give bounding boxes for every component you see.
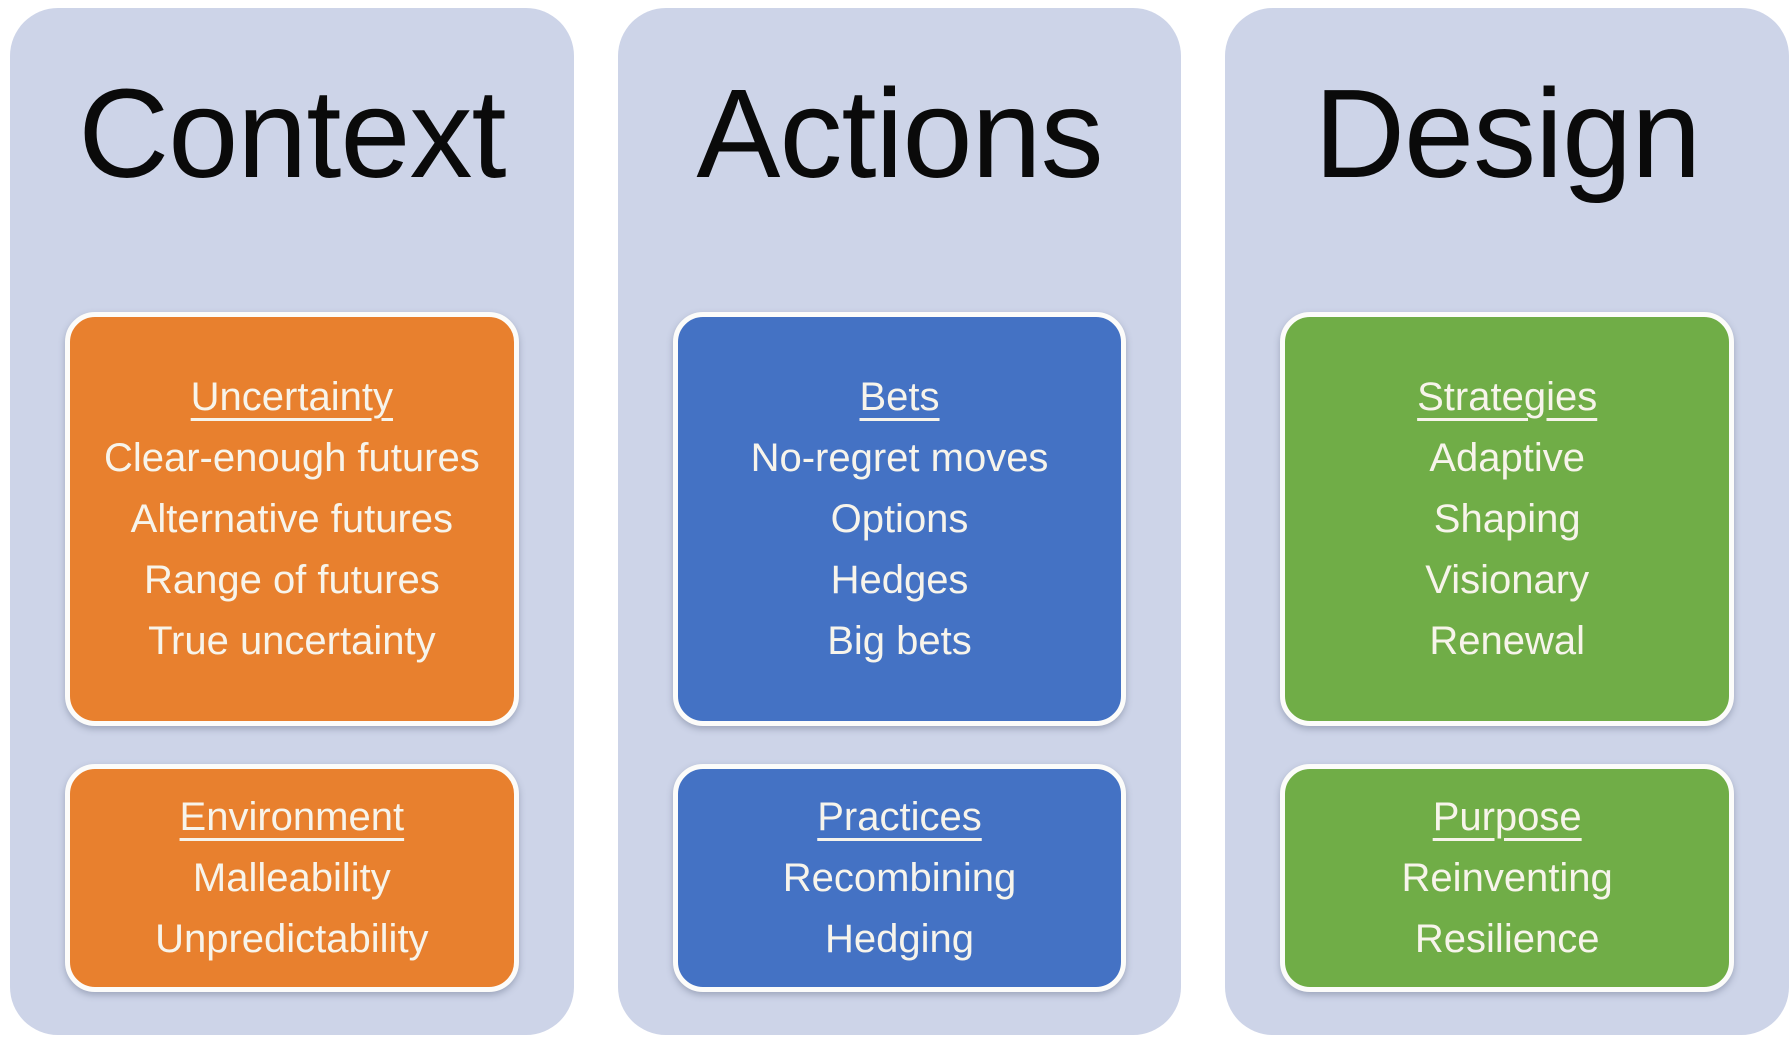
box-item: Alternative futures xyxy=(130,496,454,541)
panel-context: Context Uncertainty Clear-enough futures… xyxy=(10,8,574,1035)
box-heading-practices: Practices xyxy=(817,794,982,839)
box-item: Unpredictability xyxy=(155,916,429,961)
box-item: Hedging xyxy=(825,916,975,961)
box-item: Adaptive xyxy=(1429,435,1586,480)
box-item: Big bets xyxy=(827,618,972,663)
box-item: No-regret moves xyxy=(750,435,1049,480)
box-item: Resilience xyxy=(1414,916,1600,961)
box-item: Shaping xyxy=(1433,496,1581,541)
panel-title-actions: Actions xyxy=(696,63,1103,204)
bets-box: Bets No-regret moves Options Hedges Big … xyxy=(672,312,1127,726)
box-heading-purpose: Purpose xyxy=(1432,794,1582,839)
strategies-box: Strategies Adaptive Shaping Visionary Re… xyxy=(1280,312,1735,726)
purpose-box: Purpose Reinventing Resilience xyxy=(1280,764,1735,992)
box-item: Hedges xyxy=(830,557,969,602)
box-item: Visionary xyxy=(1425,557,1590,602)
box-item: Renewal xyxy=(1429,618,1585,663)
box-item: True uncertainty xyxy=(148,618,436,663)
environment-box: Environment Malleability Unpredictabilit… xyxy=(65,764,519,992)
box-item: Range of futures xyxy=(143,557,440,602)
panel-title-context: Context xyxy=(78,63,506,204)
uncertainty-box: Uncertainty Clear-enough futures Alterna… xyxy=(65,312,519,726)
box-item: Reinventing xyxy=(1401,855,1613,900)
box-item: Clear-enough futures xyxy=(103,435,480,480)
panel-title-design: Design xyxy=(1314,63,1701,204)
panel-actions: Actions Bets No-regret moves Options Hed… xyxy=(617,8,1182,1035)
panel-design: Design Strategies Adaptive Shaping Visio… xyxy=(1225,8,1789,1035)
box-heading-strategies: Strategies xyxy=(1417,374,1598,419)
practices-box: Practices Recombining Hedging xyxy=(672,764,1127,992)
box-heading-bets: Bets xyxy=(859,374,940,419)
box-item: Recombining xyxy=(782,855,1017,900)
box-item: Malleability xyxy=(192,855,391,900)
box-heading-environment: Environment xyxy=(179,794,405,839)
box-item: Options xyxy=(830,496,969,541)
box-heading-uncertainty: Uncertainty xyxy=(190,374,393,419)
